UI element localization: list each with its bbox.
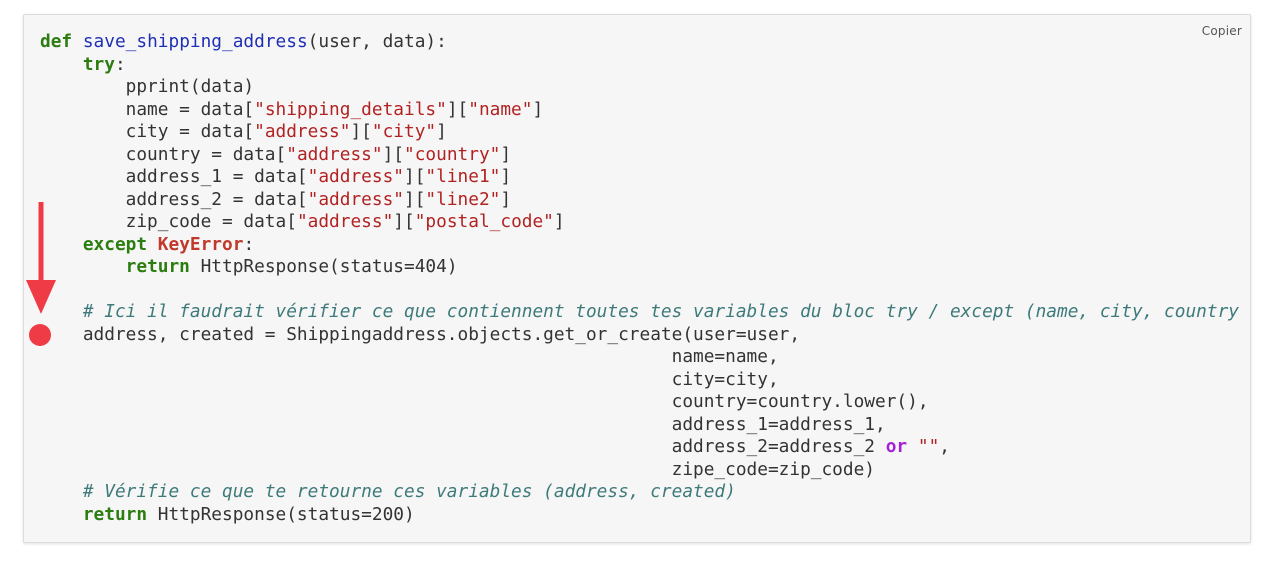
- code-line: address_1 = data["address"]["line1"]: [40, 166, 1239, 189]
- code-token: address_1=address_1,: [40, 413, 886, 435]
- code-token: zipe_code=zip_code): [40, 458, 876, 480]
- code-line: name=name,: [40, 346, 1239, 369]
- code-token: name=name,: [40, 346, 779, 367]
- code-line: address, created = Shippingaddress.objec…: [40, 324, 1239, 347]
- code-token: zip_code = data[: [40, 211, 297, 232]
- code-token: [40, 54, 83, 75]
- code-token: pprint(data): [40, 76, 255, 97]
- code-token: country = data[: [40, 143, 287, 165]
- code-token: city = data[: [40, 121, 255, 142]
- code-token: [40, 504, 83, 525]
- code-token: [147, 234, 158, 255]
- code-token: return: [82, 503, 148, 525]
- code-token: "address": [296, 211, 394, 232]
- code-line: # Vérifie ce que te retourne ces variabl…: [40, 481, 1239, 504]
- code-line: def save_shipping_address(user, data):: [40, 31, 1239, 54]
- code-token: ]: [500, 166, 512, 187]
- code-token: ]: [500, 143, 512, 165]
- code-token: "shipping_details": [254, 98, 447, 120]
- code-token: :: [243, 233, 255, 255]
- code-token: except: [82, 233, 148, 255]
- code-token: ]: [532, 98, 544, 120]
- code-token: "line2": [425, 188, 501, 210]
- code-token: "line1": [425, 166, 501, 187]
- code-token: try: [82, 53, 115, 75]
- code-token: country=country.lower(),: [40, 391, 929, 412]
- code-line: country = data["address"]["country"]: [40, 144, 1239, 167]
- code-line: name = data["shipping_details"]["name"]: [40, 99, 1239, 122]
- code-token: [40, 481, 83, 502]
- code-token: [72, 31, 83, 52]
- code-token: "address": [254, 121, 351, 142]
- code-token: "address": [307, 166, 404, 187]
- code-token: return: [125, 256, 190, 277]
- code-token: HttpResponse(status=200): [147, 503, 415, 525]
- code-token: ]: [500, 188, 512, 210]
- code-token: address_2 = data[: [40, 188, 308, 210]
- code-token: ][: [404, 188, 426, 210]
- code-token: save_shipping_address: [82, 31, 308, 52]
- code-line: except KeyError:: [40, 234, 1239, 257]
- code-token: HttpResponse(status=404): [189, 256, 458, 277]
- code-token: "postal_code": [414, 211, 554, 232]
- code-line: city = data["address"]["city"]: [40, 121, 1239, 144]
- arrow-down-icon: [26, 202, 56, 314]
- code-token: :: [114, 53, 126, 75]
- code-token: address_2=address_2: [40, 436, 886, 457]
- code-token: (user, data):: [307, 31, 447, 52]
- code-token: [907, 436, 918, 457]
- code-block: Copier def save_shipping_address(user, d…: [23, 14, 1251, 543]
- code-line: address_2 = data["address"]["line2"]: [40, 189, 1239, 212]
- code-line: address_1=address_1,: [40, 414, 1239, 437]
- code-token: city=city,: [40, 368, 779, 390]
- code-line: [40, 279, 1239, 302]
- code-token: address, created = Shippingaddress.objec…: [40, 323, 801, 345]
- code-line: # Ici il faudrait vérifier ce que contie…: [40, 301, 1239, 324]
- breakpoint-dot-icon: [29, 324, 51, 346]
- code-line: city=city,: [40, 369, 1239, 392]
- code-token: name = data[: [40, 98, 255, 120]
- code-token: ]: [553, 211, 565, 232]
- code-line: pprint(data): [40, 76, 1239, 99]
- code-line: country=country.lower(),: [40, 391, 1239, 414]
- code-token: "address": [307, 188, 404, 210]
- code-line: return HttpResponse(status=200): [40, 504, 1239, 527]
- code-content: def save_shipping_address(user, data): t…: [40, 31, 1239, 526]
- code-token: "name": [468, 98, 533, 120]
- code-line: zip_code = data["address"]["postal_code"…: [40, 211, 1239, 234]
- code-line: zipe_code=zip_code): [40, 459, 1239, 482]
- code-token: "country": [404, 143, 501, 165]
- code-token: "city": [371, 121, 437, 142]
- code-token: "address": [286, 143, 383, 165]
- code-token: "": [917, 436, 940, 457]
- code-token: def: [40, 31, 73, 52]
- code-token: address_1 = data[: [40, 166, 308, 187]
- code-token: ,: [939, 436, 950, 457]
- code-line: return HttpResponse(status=404): [40, 256, 1239, 279]
- code-token: ][: [446, 98, 469, 120]
- code-token: or: [885, 436, 908, 457]
- code-line: address_2=address_2 or "",: [40, 436, 1239, 459]
- code-token: ][: [404, 166, 426, 187]
- code-token: ]: [436, 121, 447, 142]
- code-token: KeyError: [157, 233, 244, 255]
- code-token: # Vérifie ce que te retourne ces variabl…: [82, 481, 736, 502]
- copy-button[interactable]: Copier: [1201, 24, 1242, 38]
- code-token: ][: [382, 143, 405, 165]
- code-token: # Ici il faudrait vérifier ce que contie…: [82, 301, 1239, 322]
- code-token: ][: [393, 211, 415, 232]
- code-line: try:: [40, 54, 1239, 77]
- code-token: ][: [350, 121, 372, 142]
